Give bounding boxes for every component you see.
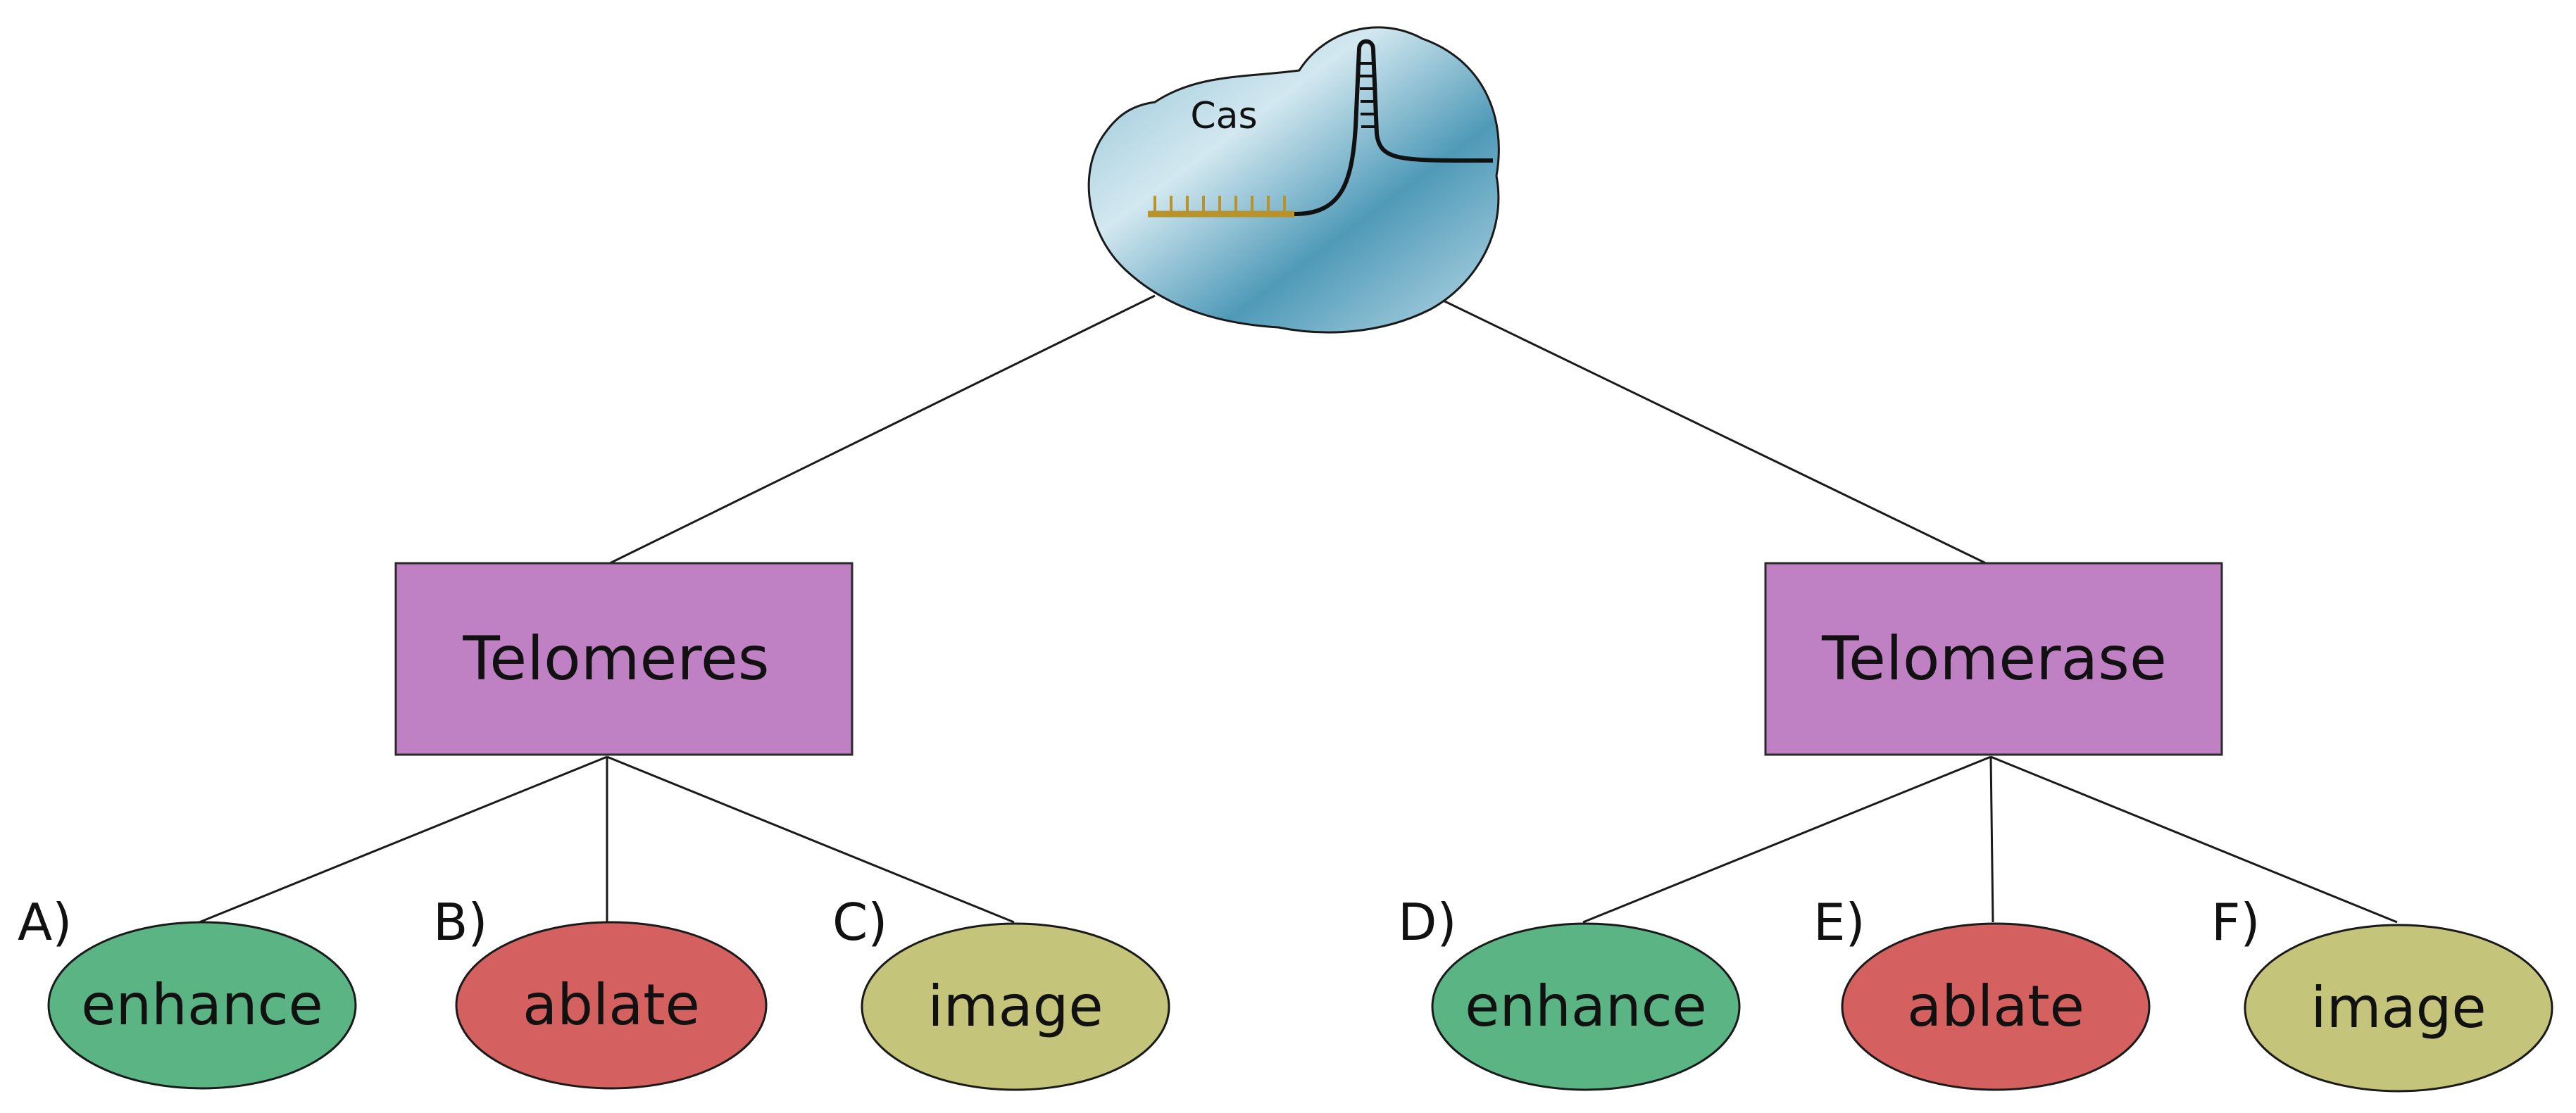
connector-telomerase-image xyxy=(1990,755,2398,924)
option-a-text: enhance xyxy=(81,972,323,1038)
connector-telomerase-ablate xyxy=(1989,756,1994,923)
option-f-ellipse xyxy=(2244,924,2553,1093)
cas-protein-node: Cas xyxy=(1087,26,1500,334)
option-b-text: ablate xyxy=(523,972,700,1038)
option-a-ellipse xyxy=(47,921,357,1090)
option-d-letter: D) xyxy=(1398,893,1457,952)
connector-telomeres-image xyxy=(606,755,1015,924)
connector-telomeres-enhance xyxy=(199,755,608,924)
option-d-ellipse xyxy=(1431,922,1741,1091)
connector-lines xyxy=(199,294,2398,924)
branch-telomeres: Telomeres enhance A) ablate B) image C) xyxy=(18,562,1170,1091)
option-b-letter: B) xyxy=(433,893,487,952)
cas-label: Cas xyxy=(1190,95,1257,137)
option-c-letter: C) xyxy=(832,893,887,952)
connector-cas-telomerase xyxy=(1432,294,1987,565)
option-f-text: image xyxy=(2311,975,2486,1040)
guide-rna-icon xyxy=(1148,39,1494,218)
option-e-ellipse xyxy=(1841,922,2151,1091)
telomerase-box xyxy=(1764,562,2223,756)
telomeres-label: Telomeres xyxy=(462,624,769,694)
option-e-text: ablate xyxy=(1907,974,2084,1039)
option-a-letter: A) xyxy=(18,893,72,952)
cas-protein-shape xyxy=(1087,26,1500,334)
branch-telomerase: Telomerase enhance D) ablate E) image F) xyxy=(1398,562,2553,1093)
option-f-letter: F) xyxy=(2211,893,2261,952)
option-b-ellipse xyxy=(455,921,768,1090)
telomerase-label: Telomerase xyxy=(1821,624,2167,694)
option-c-text: image xyxy=(927,974,1103,1039)
option-c-ellipse xyxy=(861,922,1170,1091)
connector-telomerase-enhance xyxy=(1582,755,1992,924)
option-e-letter: E) xyxy=(1813,893,1865,952)
telomeres-box xyxy=(394,562,854,756)
option-d-text: enhance xyxy=(1465,974,1707,1039)
connector-cas-telomeres xyxy=(609,294,1156,565)
